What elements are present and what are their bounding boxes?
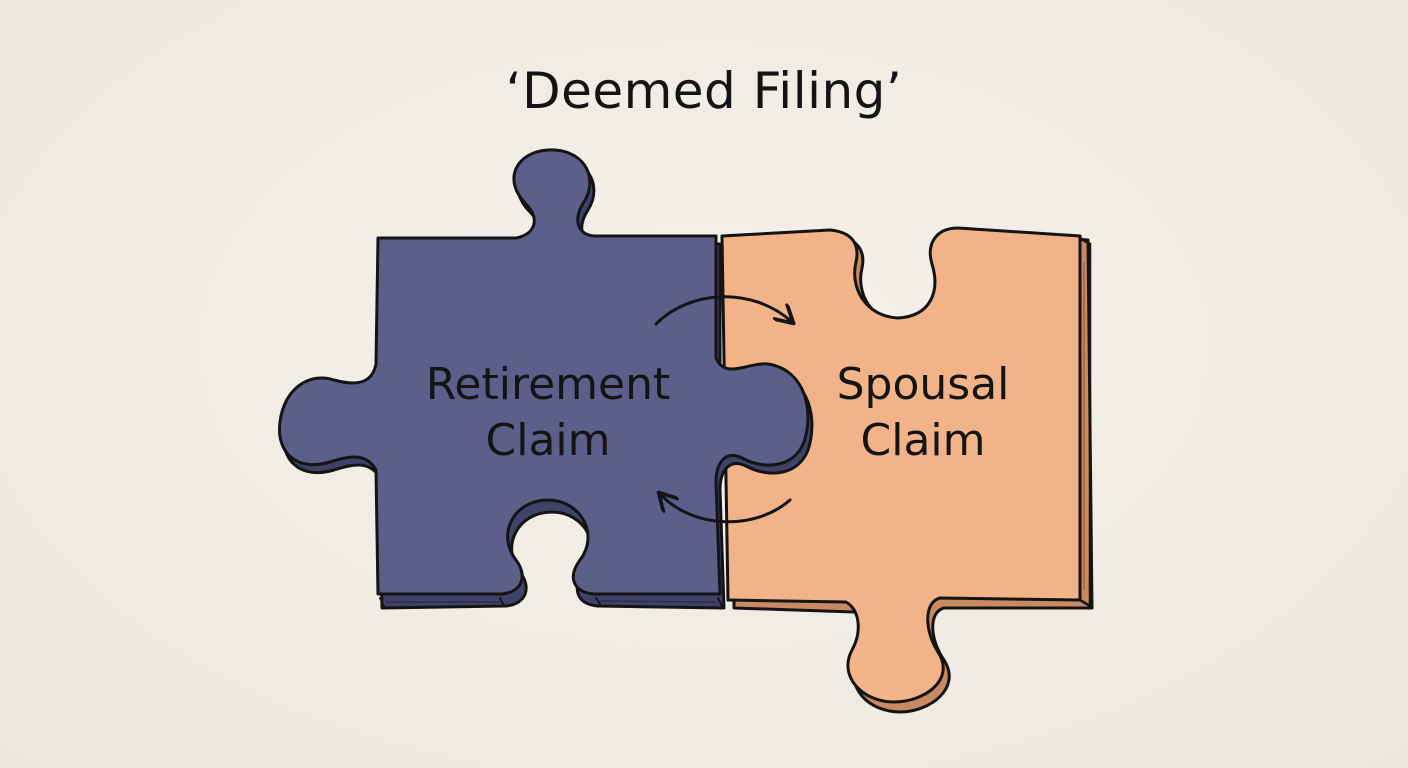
spousal-piece	[720, 226, 1082, 704]
spousal-label-line1: Spousal	[837, 359, 1010, 410]
diagram-title: ‘Deemed Filing’	[505, 62, 903, 120]
spousal-label-line2: Claim	[861, 415, 986, 466]
arrow-to-spousal	[654, 295, 792, 326]
retirement-label-line1: Retirement	[426, 359, 670, 410]
retirement-piece	[278, 148, 810, 596]
arrow-to-retirement	[660, 494, 792, 524]
retirement-label-line2: Claim	[486, 415, 611, 466]
